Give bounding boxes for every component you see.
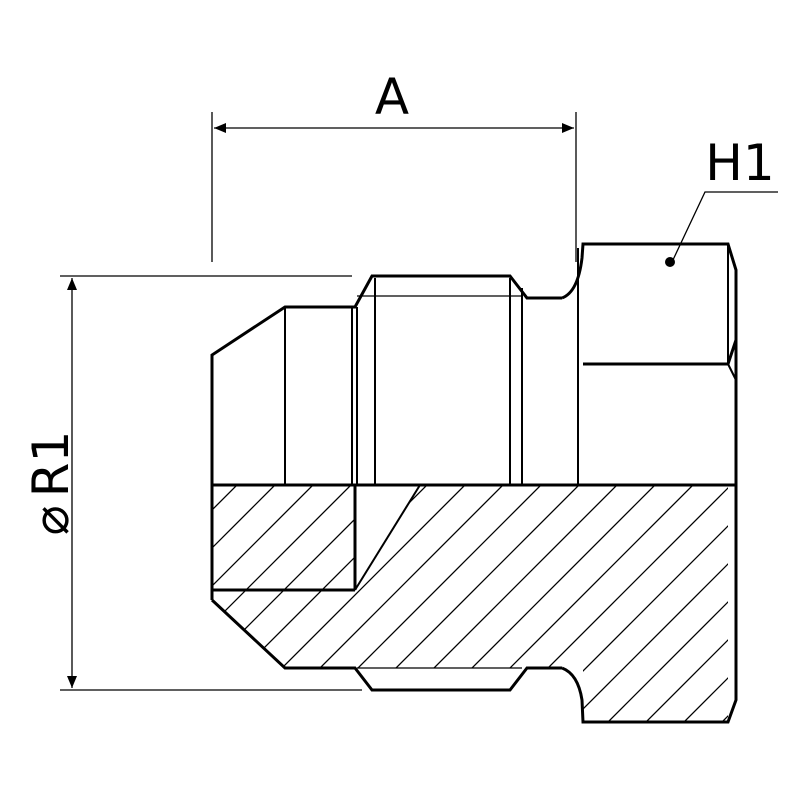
hatch-line — [0, 0, 190, 800]
neck-fillet — [561, 242, 738, 366]
hatch-line — [212, 485, 267, 722]
diameter-label: R1 — [22, 431, 80, 498]
dimension-r1: ⌀ R1 — [22, 275, 362, 691]
leader-label-h1: H1 — [705, 134, 774, 192]
hatch-line — [758, 0, 800, 800]
hatch-line — [377, 485, 728, 722]
leader-line — [671, 191, 778, 263]
hatch-line — [0, 0, 114, 800]
hatch-line — [212, 485, 728, 722]
hatch-line — [212, 485, 419, 722]
bore-chamfer — [354, 484, 421, 591]
hatch-line — [339, 485, 728, 722]
hatch-line — [0, 0, 38, 800]
hatch-line — [263, 485, 728, 722]
hatch-line — [212, 485, 229, 722]
hatch-line — [491, 485, 728, 722]
hatch-line — [796, 0, 800, 800]
hatch-line — [212, 485, 533, 722]
hatch-line — [212, 485, 728, 722]
diameter-symbol: ⌀ — [22, 505, 80, 535]
hatch-line — [529, 485, 728, 722]
hex-flat-lower — [727, 363, 737, 381]
hatch-line — [301, 485, 728, 722]
hatch-line — [212, 485, 728, 722]
hatch-line — [212, 485, 728, 722]
hatch-line — [212, 485, 343, 722]
dimension-label-r1: ⌀ R1 — [22, 431, 80, 536]
hatch-line — [605, 485, 728, 722]
hatch-line — [212, 485, 728, 722]
dimension-a: A — [211, 68, 577, 262]
hatch-line — [212, 485, 685, 722]
hatch-line — [453, 485, 728, 722]
hatch-line — [212, 485, 647, 722]
dimension-label-a: A — [375, 68, 409, 126]
leader-dot — [665, 257, 675, 267]
hatch-line — [643, 485, 728, 722]
body-outline-top — [210, 274, 562, 485]
hatch-line — [212, 485, 381, 722]
leader-h1: H1 — [665, 134, 778, 267]
hatch-line — [225, 485, 728, 722]
fitting-exterior-view — [210, 242, 738, 487]
hatch-line — [212, 485, 495, 722]
body-outline-bottom — [210, 598, 562, 692]
hatch-line — [567, 485, 728, 722]
hatch-line — [0, 0, 152, 800]
hatch-line — [415, 485, 728, 722]
hatch-line — [212, 485, 305, 722]
hatch-line — [719, 485, 728, 722]
hatch-line — [0, 0, 76, 800]
hatch-line — [212, 485, 723, 722]
neck-fillet-bottom — [561, 485, 738, 724]
hatch-line — [681, 485, 728, 722]
